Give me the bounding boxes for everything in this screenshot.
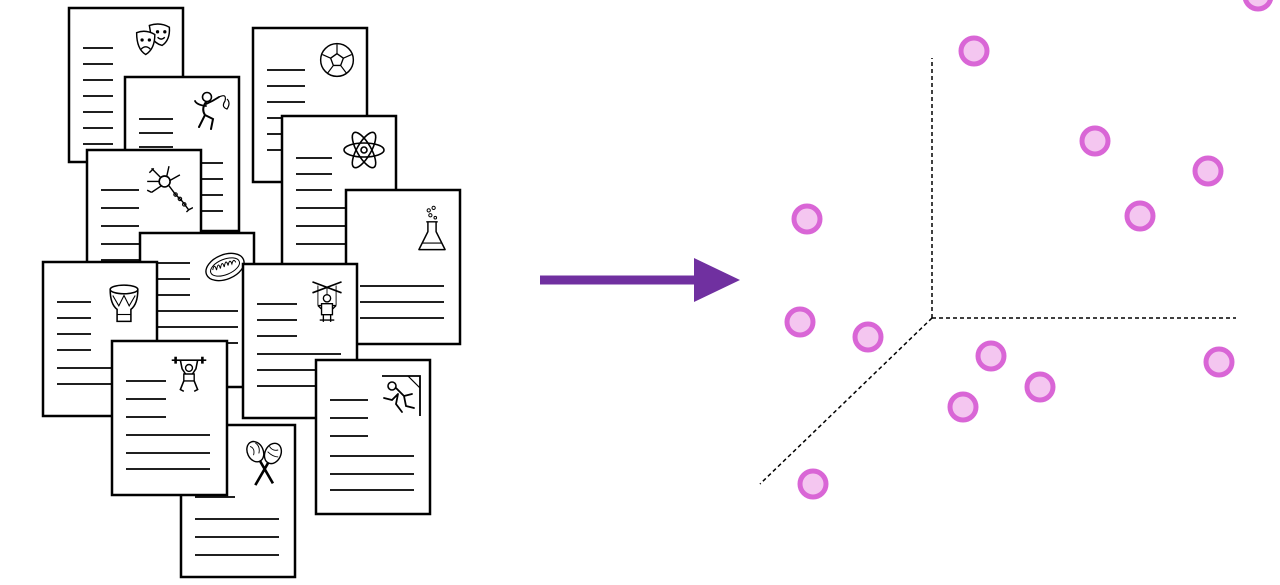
embedding-point bbox=[852, 321, 884, 353]
embedding-point bbox=[1203, 346, 1235, 378]
embedding-space bbox=[759, 0, 1273, 500]
z-axis bbox=[759, 317, 933, 485]
soccer-ball-icon bbox=[319, 42, 355, 78]
document-page bbox=[110, 339, 229, 497]
embedding-point bbox=[947, 391, 979, 423]
embedding-point bbox=[958, 35, 990, 67]
document-page bbox=[314, 358, 432, 516]
embedding-points bbox=[784, 0, 1273, 500]
embedding-point bbox=[1024, 371, 1056, 403]
embedding-point bbox=[1192, 155, 1224, 187]
embedding-point bbox=[791, 203, 823, 235]
embedding-point bbox=[784, 306, 816, 338]
document bbox=[314, 358, 432, 516]
document bbox=[344, 188, 462, 346]
embedding-point bbox=[1124, 200, 1156, 232]
arrow-head bbox=[694, 258, 740, 302]
document-page bbox=[344, 188, 462, 346]
document-stack bbox=[41, 6, 462, 579]
transform-arrow bbox=[540, 258, 740, 302]
document bbox=[110, 339, 229, 497]
embedding-point bbox=[1243, 0, 1273, 12]
embedding-point bbox=[797, 468, 829, 500]
embedding-point bbox=[1079, 125, 1111, 157]
embedding-point bbox=[975, 340, 1007, 372]
